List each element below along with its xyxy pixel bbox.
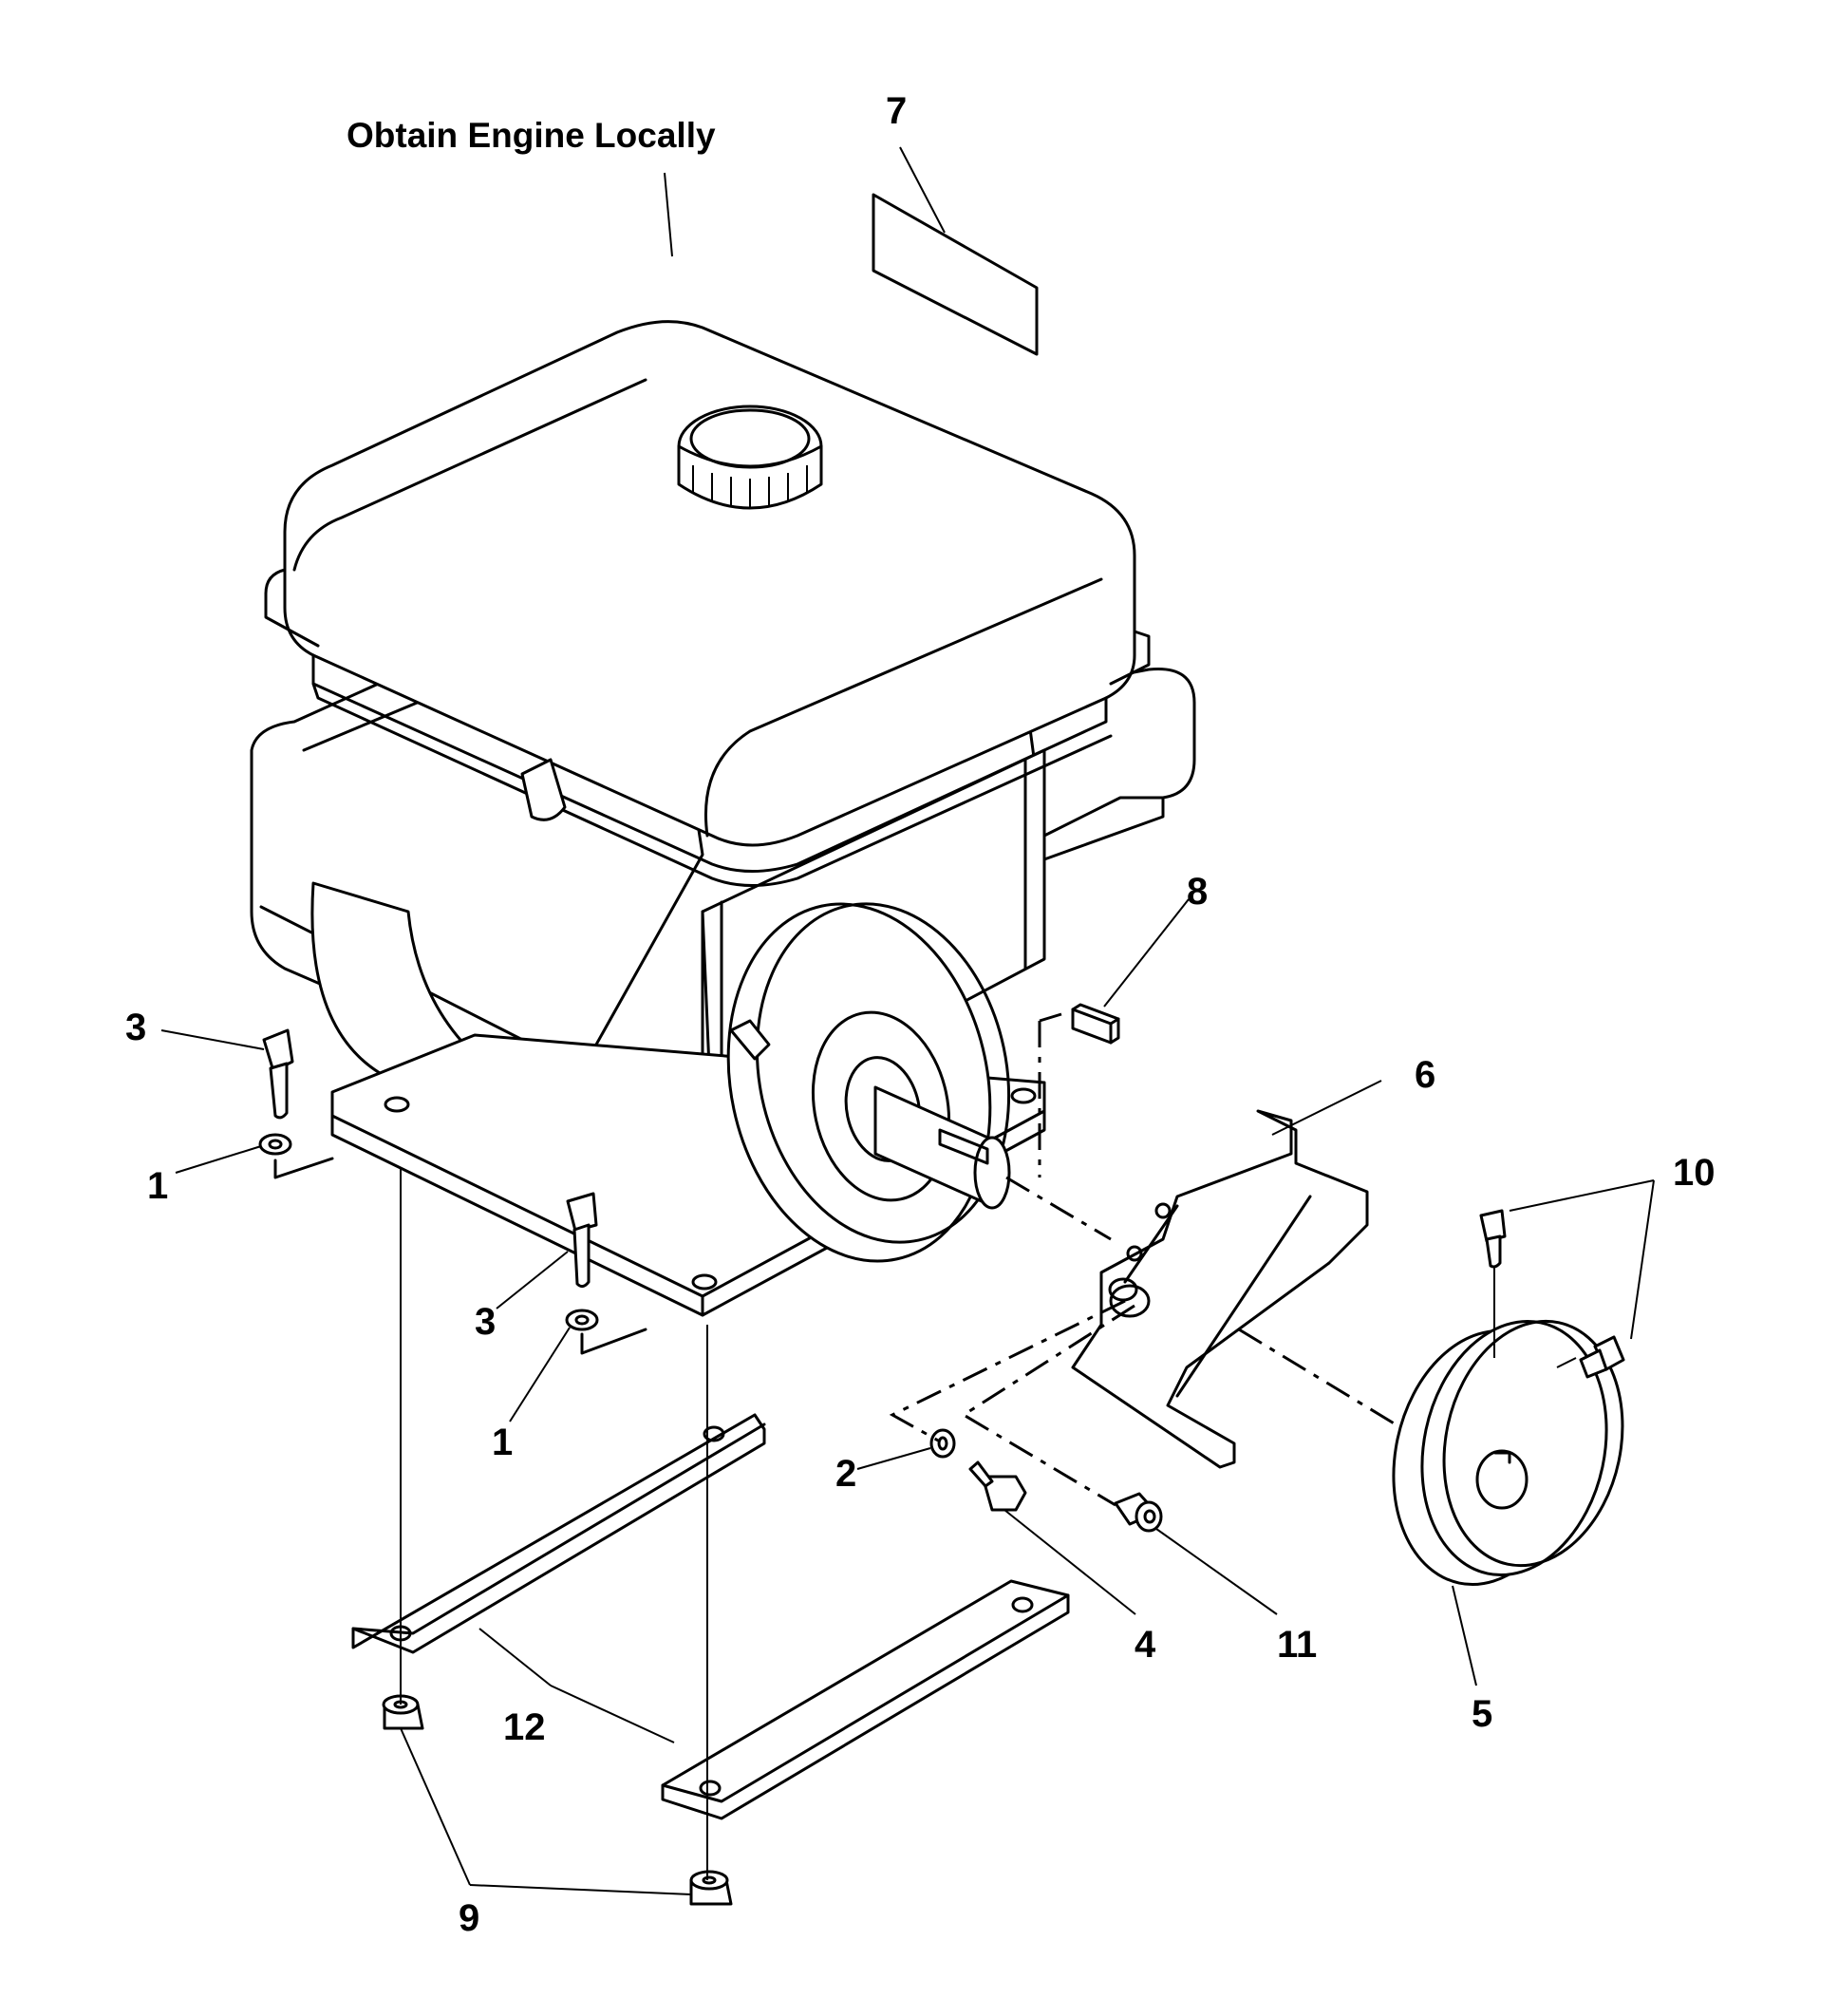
spacer-bar-1 xyxy=(351,1413,766,1654)
callout-4: 4 xyxy=(1135,1624,1156,1666)
page-title: Obtain Engine Locally xyxy=(347,116,716,155)
callout-8: 8 xyxy=(1187,871,1208,913)
callout-10: 10 xyxy=(1673,1152,1716,1194)
leader-lines xyxy=(160,146,1655,1895)
socket-screw-part xyxy=(1114,1492,1163,1533)
callout-5: 5 xyxy=(1472,1693,1492,1735)
callout-3: 3 xyxy=(475,1301,496,1343)
engine-assembly xyxy=(250,320,1196,1317)
bracket-part xyxy=(1071,1109,1369,1469)
nut-part xyxy=(382,1694,424,1730)
callout-9: 9 xyxy=(459,1897,479,1939)
washer-part xyxy=(258,1133,292,1156)
fuel-cap-icon xyxy=(677,405,823,510)
pulley-part xyxy=(1392,1319,1624,1587)
nut-part xyxy=(689,1870,733,1906)
callout-12: 12 xyxy=(503,1706,546,1748)
set-screw-part xyxy=(1479,1209,1507,1269)
callout-1: 1 xyxy=(492,1422,513,1463)
callout-3: 3 xyxy=(125,1007,146,1048)
hex-bolt-part xyxy=(968,1460,1027,1512)
callout-11: 11 xyxy=(1277,1624,1317,1666)
callout-2: 2 xyxy=(835,1453,856,1495)
callout-labels: 1 1 2 3 3 4 5 6 7 8 9 10 11 12 xyxy=(125,90,1716,1939)
callout-7: 7 xyxy=(886,90,907,132)
set-screw-part xyxy=(1579,1335,1625,1379)
assembly-lines xyxy=(273,1012,1577,1880)
spacer-bar-2 xyxy=(661,1579,1070,1820)
bolt-part xyxy=(566,1192,598,1289)
washer-part xyxy=(565,1309,599,1331)
callout-6: 6 xyxy=(1415,1054,1435,1096)
callout-1: 1 xyxy=(147,1165,168,1207)
decal-part xyxy=(872,193,1039,356)
lock-washer-part xyxy=(929,1428,956,1459)
bolt-part xyxy=(262,1028,294,1120)
